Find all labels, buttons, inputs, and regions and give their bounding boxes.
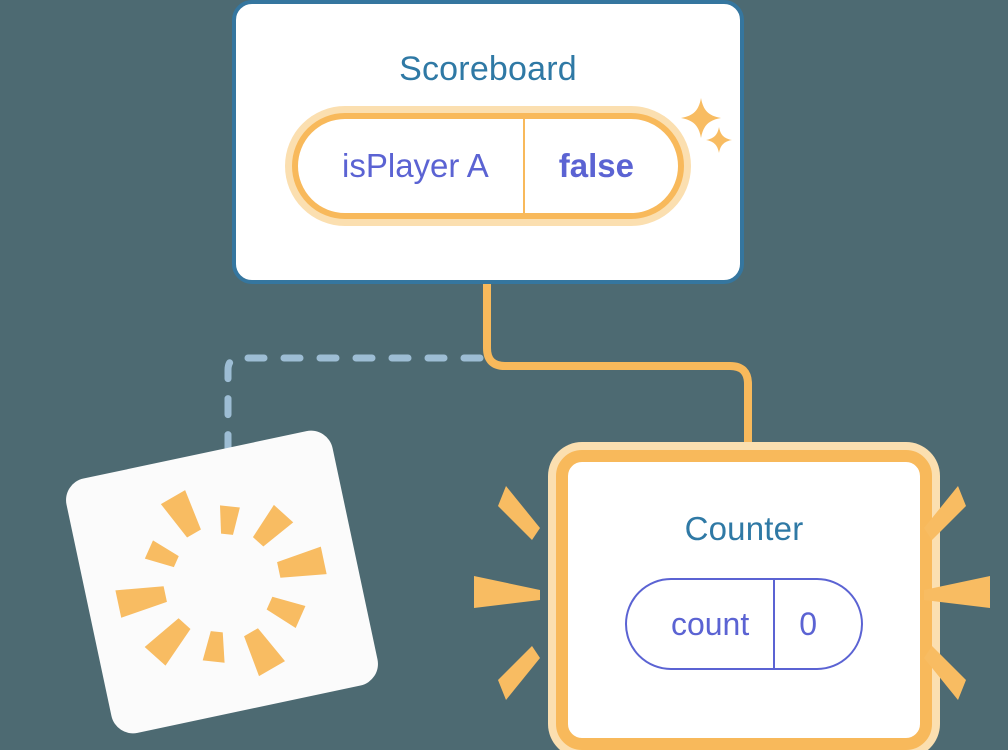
ray-left-top xyxy=(498,486,540,540)
counter-title: Counter xyxy=(684,510,804,547)
scoreboard-state-row: isPlayer A false xyxy=(236,89,740,219)
scoreboard-title: Scoreboard xyxy=(399,50,577,88)
state-key-label: isPlayer A xyxy=(342,147,489,184)
state-pill-count[interactable]: count 0 xyxy=(624,578,864,670)
node-card-blank[interactable] xyxy=(61,426,383,738)
state-value-label: 0 xyxy=(799,605,818,642)
state-pill-divider xyxy=(522,119,525,213)
node-card-counter[interactable]: Counter count 0 xyxy=(556,450,932,750)
state-pill-divider xyxy=(773,580,776,668)
ray-left-bottom xyxy=(498,646,540,700)
node-card-scoreboard[interactable]: Scoreboard isPlayer A false xyxy=(232,0,744,284)
state-pill-isplayer-a[interactable]: isPlayer A false xyxy=(292,113,684,219)
state-key-label: count xyxy=(670,605,750,642)
connector-scoreboard-to-counter xyxy=(483,284,752,460)
state-value-label: false xyxy=(558,147,634,184)
ray-right-mid xyxy=(924,576,990,608)
counter-state-row: count 0 xyxy=(568,548,920,670)
ray-left-mid xyxy=(474,576,540,608)
